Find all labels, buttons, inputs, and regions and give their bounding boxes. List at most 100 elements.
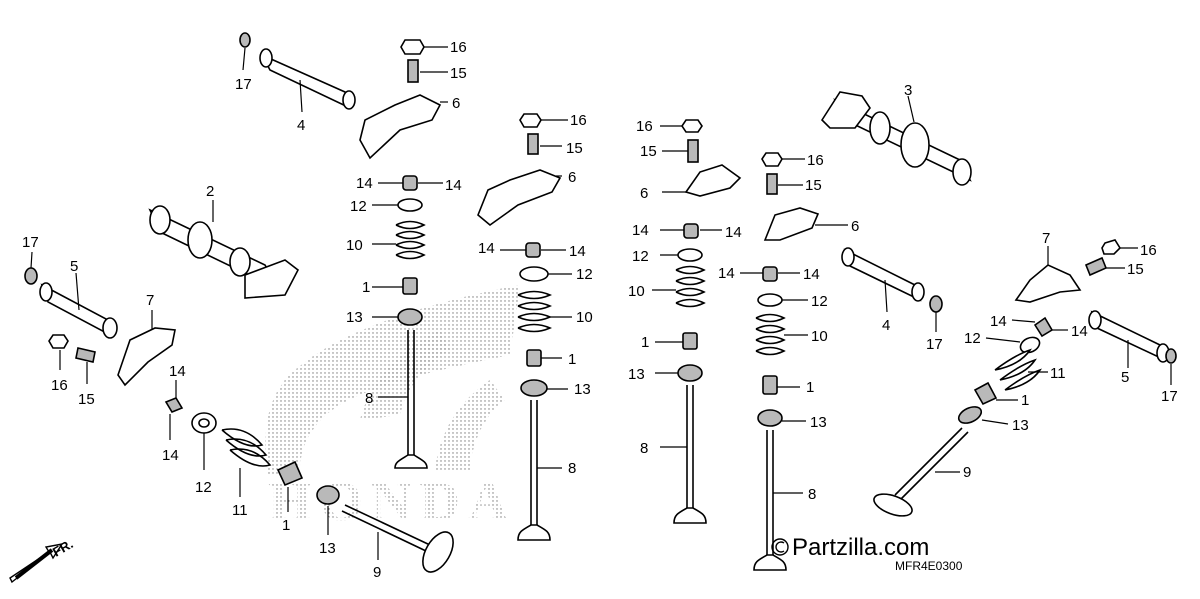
o-ring-left <box>24 251 38 285</box>
callout-15: 15 <box>450 65 467 82</box>
callout-12: 12 <box>195 479 212 496</box>
rocker-arm-shaft-left <box>39 272 118 339</box>
valve-spring-b <box>517 290 572 333</box>
spring-retainer-d <box>757 293 808 307</box>
callout-16: 16 <box>1140 242 1157 259</box>
callout-15: 15 <box>1127 261 1144 278</box>
callout-12: 12 <box>811 293 828 310</box>
intake-valve-b <box>517 400 562 541</box>
callout-17: 17 <box>1161 388 1178 405</box>
callout-12: 12 <box>632 248 649 265</box>
valve-guide-b <box>526 349 562 367</box>
callout-1: 1 <box>1021 392 1029 409</box>
valve-guide-d <box>762 375 800 395</box>
callout-13: 13 <box>810 414 827 431</box>
callout-5: 5 <box>1121 369 1129 386</box>
honda-wing-logo: HONDA <box>265 285 520 533</box>
valve-guide-left <box>276 460 304 512</box>
callout-3: 3 <box>904 82 912 99</box>
callout-15: 15 <box>78 391 95 408</box>
lock-nut-left <box>48 334 69 370</box>
callout-1: 1 <box>568 351 576 368</box>
valve-cotter-left <box>164 380 184 440</box>
valve-stem-seal-a <box>372 308 423 326</box>
callout-4: 4 <box>297 117 305 134</box>
callout-8: 8 <box>808 486 816 503</box>
callout-6: 6 <box>452 95 460 112</box>
o-ring-top-left <box>239 32 251 71</box>
lock-nut-right <box>1101 239 1138 255</box>
callout-1: 1 <box>641 334 649 351</box>
valve-cotter-c <box>660 223 722 239</box>
callout-10: 10 <box>811 328 828 345</box>
valve-cotter-b <box>500 242 566 258</box>
copyright-icon <box>771 538 789 556</box>
callout-13: 13 <box>1012 417 1029 434</box>
callout-14: 14 <box>162 447 179 464</box>
callout-14: 14 <box>445 177 462 194</box>
callout-6: 6 <box>851 218 859 235</box>
rocker-arm-a-center <box>477 169 562 227</box>
callout-16: 16 <box>51 377 68 394</box>
callout-16: 16 <box>636 118 653 135</box>
honda-logo-text: HONDA <box>268 471 516 533</box>
callout-14: 14 <box>803 266 820 283</box>
spring-retainer-c <box>660 248 703 262</box>
callout-15: 15 <box>566 140 583 157</box>
callout-13: 13 <box>346 309 363 326</box>
valve-stem-seal-d <box>757 409 806 427</box>
rocker-arm-shaft-right <box>841 247 925 313</box>
callout-10: 10 <box>628 283 645 300</box>
callout-1: 1 <box>362 279 370 296</box>
callout-14: 14 <box>632 222 649 239</box>
valve-guide-a <box>372 277 418 295</box>
callout-14: 14 <box>356 175 373 192</box>
camshaft-intake <box>820 91 972 186</box>
valve-guide-right <box>973 381 1018 406</box>
callout-13: 13 <box>628 366 645 383</box>
callout-13: 13 <box>319 540 336 557</box>
callout-14: 14 <box>478 240 495 257</box>
rocker-arm-shaft-far-right <box>1088 310 1170 368</box>
rocker-arm-a-rc <box>662 164 742 197</box>
callout-14: 14 <box>725 224 742 241</box>
lock-nut-c <box>660 119 703 133</box>
valve-stem-seal-right <box>957 406 1009 425</box>
exhaust-valve-left <box>341 504 454 573</box>
lock-nut-d <box>761 152 805 167</box>
callout-7: 7 <box>146 292 154 309</box>
callout-16: 16 <box>450 39 467 56</box>
rocker-arm-b-left <box>117 310 176 387</box>
diagram-code: MFR4E0300 <box>895 559 963 573</box>
front-direction-arrow: FR. <box>9 536 76 584</box>
callout-17: 17 <box>926 336 943 353</box>
callout-17: 17 <box>22 234 39 251</box>
callout-7: 7 <box>1042 230 1050 247</box>
lock-nut-b <box>519 113 568 128</box>
callout-5: 5 <box>70 258 78 275</box>
callout-16: 16 <box>807 152 824 169</box>
callout-14: 14 <box>990 313 1007 330</box>
callout-14: 14 <box>1071 323 1088 340</box>
callout-8: 8 <box>568 460 576 477</box>
callout-4: 4 <box>882 317 890 334</box>
valve-cotter-d <box>740 266 800 282</box>
intake-valve-d <box>753 430 803 571</box>
valve-cotter-a <box>378 175 443 191</box>
callout-13: 13 <box>574 381 591 398</box>
callout-15: 15 <box>640 143 657 160</box>
spring-retainer-right <box>985 336 1041 354</box>
callout-11: 11 <box>232 502 248 519</box>
callout-11: 11 <box>1050 365 1066 382</box>
callout-1: 1 <box>282 517 290 534</box>
callout-12: 12 <box>576 266 593 283</box>
callout-17: 17 <box>235 76 252 93</box>
camshaft-exhaust <box>148 200 300 299</box>
spring-retainer-b <box>519 266 572 282</box>
valve-spring-a <box>372 220 426 260</box>
callout-8: 8 <box>640 440 648 457</box>
valve-spring-right <box>994 348 1048 391</box>
adjusting-screw-right <box>1084 256 1125 277</box>
valve-stem-seal-b <box>520 379 568 397</box>
callout-10: 10 <box>576 309 593 326</box>
